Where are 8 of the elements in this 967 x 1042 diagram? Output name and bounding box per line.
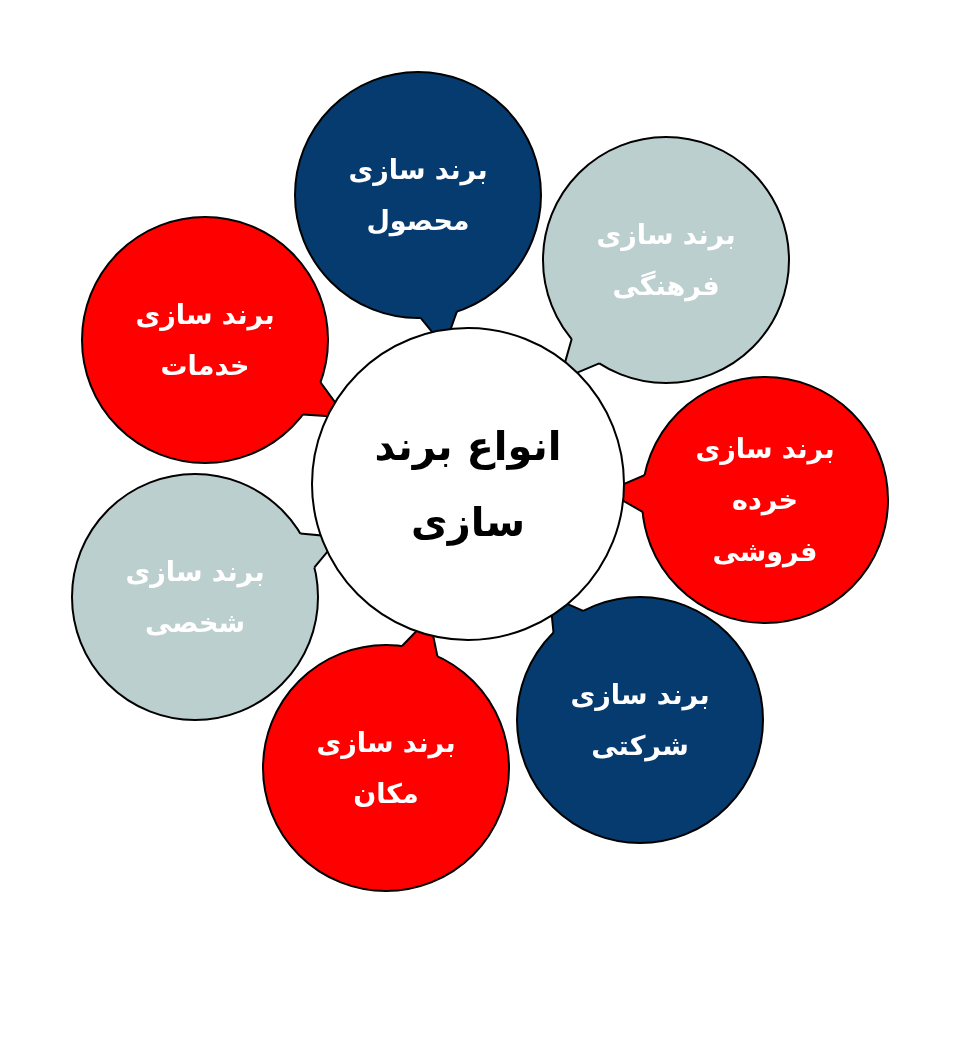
bubble-label: برند سازی شخصی (124, 554, 266, 640)
bubble-label: برند سازی مکان (315, 725, 457, 811)
bubble-label: برند سازی محصول (347, 152, 489, 239)
bubble-label: برند سازی فرهنگی (595, 217, 737, 304)
title-text: انواع برند سازی (373, 422, 563, 548)
bubble-label: برند سازی خدمات (134, 297, 276, 383)
bubble-label: برند سازی خرده فروشی (694, 432, 836, 570)
bubble-label: برند سازی شرکتی (569, 677, 711, 764)
